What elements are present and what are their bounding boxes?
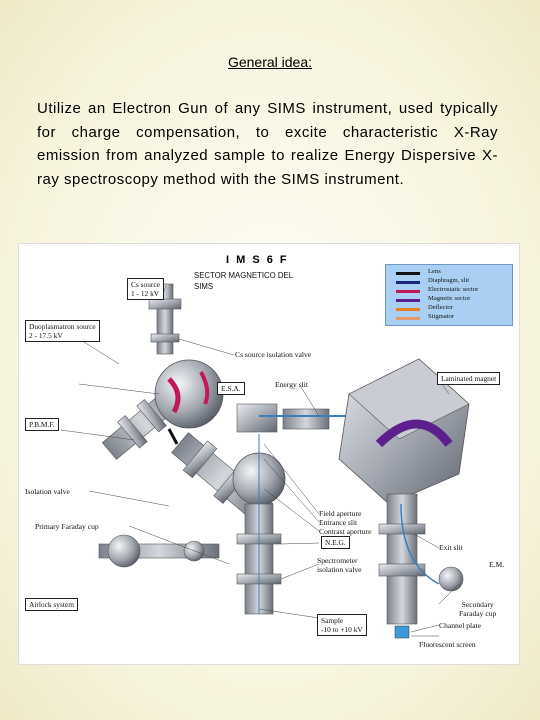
label-cs-source-line2: 1 - 12 kV	[131, 289, 160, 298]
label-airlock-system: Airlock system	[25, 598, 78, 611]
primary-column-sphere	[154, 359, 224, 429]
label-secondary-faraday-line1: Secondary	[461, 600, 494, 609]
label-secondary-faraday-line2: Faraday cup	[459, 609, 497, 618]
label-secondary-faraday-cup: Secondary Faraday cup	[459, 600, 496, 618]
label-contrast-aperture: Contrast aperture	[319, 527, 372, 536]
label-exit-slit: Exit slit	[439, 543, 463, 552]
body-text: Utilize an Electron Gun of any SIMS inst…	[37, 100, 498, 188]
label-energy-slit: Energy slit	[275, 380, 308, 389]
airlock-system	[98, 534, 220, 568]
detector-column	[378, 493, 464, 639]
legend-swatch	[396, 317, 420, 320]
legend-swatch	[396, 290, 420, 293]
legend-swatch	[396, 281, 420, 284]
legend-swatch	[396, 299, 420, 302]
label-channel-plate: Channel plate	[439, 621, 481, 630]
label-primary-faraday-cup: Primary Faraday cup	[35, 522, 99, 531]
diagram-subtitle: SECTOR MAGNETICO DEL SIMS	[194, 270, 293, 292]
label-duoplasmatron-line2: 2 - 17.5 kV	[29, 331, 63, 340]
legend-swatch	[396, 308, 420, 311]
label-cs-isolation-valve: Cs source isolation valve	[235, 350, 312, 359]
diagram-title: I M S 6 F	[226, 254, 289, 266]
label-sample-line1: Sample	[321, 616, 344, 625]
diagram-subtitle-line2: SIMS	[194, 282, 214, 291]
legend: Lens Diaphragm, slit Electrostatic secto…	[385, 264, 513, 326]
label-field-aperture: Field aperture	[319, 509, 362, 518]
label-laminated-magnet: Laminated magnet	[437, 372, 501, 385]
label-spectrometer-isolation-line1: Spectrometer	[317, 556, 358, 565]
label-em: E.M.	[489, 560, 505, 569]
label-fluorescent-screen: Fluorescent screen	[419, 640, 476, 649]
legend-label: Deflector	[428, 304, 453, 311]
label-esa: E.S.A.	[217, 382, 245, 395]
label-cs-source: Cs source 1 - 12 kV	[127, 278, 164, 300]
legend-item-diaphragm: Diaphragm, slit	[390, 277, 510, 286]
diagram-subtitle-line1: SECTOR MAGNETICO DEL	[194, 271, 294, 280]
legend-item-magnetic-sector: Magnetic sector	[390, 295, 510, 304]
legend-label: Stigmator	[428, 313, 455, 320]
label-pbmf: P.B.M.F.	[25, 418, 59, 431]
secondary-column	[232, 403, 330, 615]
cs-source-column	[148, 283, 182, 355]
legend-label: Magnetic sector	[428, 295, 471, 302]
label-sample-line2: -10 to +10 kV	[321, 625, 363, 634]
label-duoplasmatron-line1: Duoplasmatron source	[29, 322, 96, 331]
legend-item-lens: Lens	[390, 268, 510, 277]
legend-swatch	[396, 272, 420, 275]
ims6f-diagram: I M S 6 F SECTOR MAGNETICO DEL SIMS Lens…	[18, 243, 520, 665]
label-spectrometer-isolation: Spectrometer isolation valve	[317, 556, 362, 574]
legend-item-electrostatic-sector: Electrostatic sector	[390, 286, 510, 295]
label-spectrometer-isolation-line2: isolation valve	[317, 565, 362, 574]
instrument-drawing	[60, 283, 470, 639]
label-neg: N.E.G.	[321, 536, 350, 549]
laminated-magnet	[338, 358, 470, 505]
label-entrance-slit: Entrance slit	[319, 518, 358, 527]
legend-item-deflector: Deflector	[390, 304, 510, 313]
heading: General idea:	[227, 54, 313, 70]
label-sample: Sample -10 to +10 kV	[317, 614, 367, 636]
legend-label: Diaphragm, slit	[428, 277, 470, 284]
label-isolation-valve: Isolation valve	[25, 487, 70, 496]
legend-item-stigmator: Stigmator	[390, 313, 510, 322]
legend-label: Electrostatic sector	[428, 286, 479, 293]
label-duoplasmatron: Duoplasmatron source 2 - 17.5 kV	[25, 320, 100, 342]
label-cs-source-line1: Cs source	[131, 280, 160, 289]
legend-label: Lens	[428, 268, 441, 275]
